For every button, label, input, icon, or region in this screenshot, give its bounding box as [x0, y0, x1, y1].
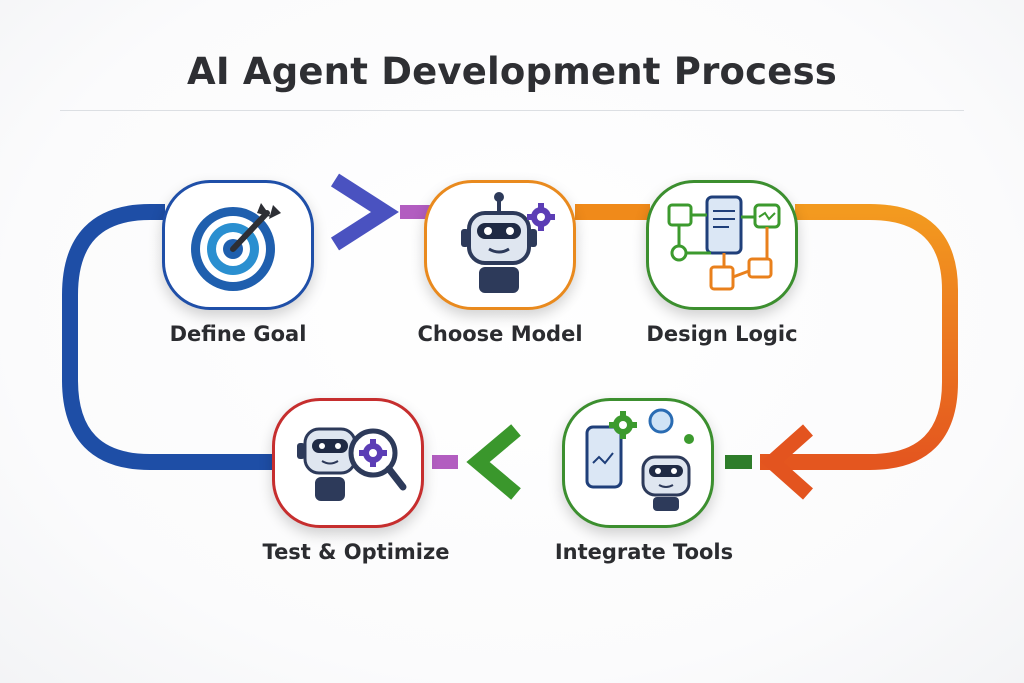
step-label-test-optimize: Test & Optimize	[262, 540, 450, 564]
gear-icon	[609, 411, 637, 439]
tools-robot-icon	[585, 408, 694, 511]
flowchart-icon	[667, 195, 781, 291]
left-loop-connector	[62, 204, 272, 470]
robot-magnifier-icon	[297, 427, 407, 501]
target-icon	[191, 203, 281, 291]
step-label-choose-model: Choose Model	[417, 322, 583, 346]
arrow-head-test	[466, 424, 521, 500]
diagram-title: AI Agent Development Process	[186, 50, 838, 93]
title-divider	[60, 110, 964, 111]
step-define-goal[interactable]	[162, 180, 314, 310]
step-test-optimize[interactable]	[272, 398, 424, 528]
robot-gear-icon	[461, 192, 555, 293]
gear-icon	[359, 439, 387, 467]
step-choose-model[interactable]	[424, 180, 576, 310]
arrow-head-integrate	[760, 424, 813, 500]
step-label-define-goal: Define Goal	[169, 322, 307, 346]
right-loop-connector	[760, 204, 958, 470]
step-design-logic[interactable]	[646, 180, 798, 310]
gear-icon	[527, 203, 555, 231]
step-integrate-tools[interactable]	[562, 398, 714, 528]
step-label-design-logic: Design Logic	[646, 322, 798, 346]
arrow-head-choose	[330, 173, 399, 251]
step-label-integrate-tools: Integrate Tools	[554, 540, 734, 564]
